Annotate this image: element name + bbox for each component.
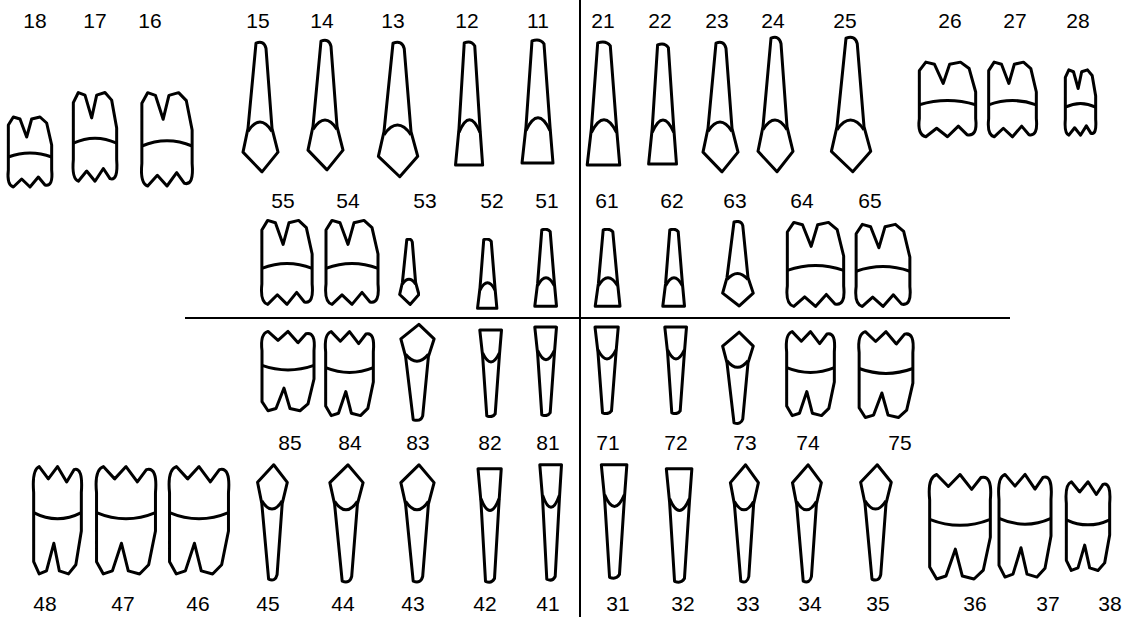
- tooth-number: 12: [454, 10, 479, 31]
- tooth-number: 32: [670, 593, 695, 614]
- tooth-number: 61: [594, 190, 619, 211]
- tooth-number: 37: [1035, 593, 1060, 614]
- tooth-number: 51: [534, 190, 559, 211]
- tooth-number: 11: [526, 10, 550, 31]
- tooth-number: 65: [857, 190, 882, 211]
- tooth-number: 16: [137, 10, 162, 31]
- tooth-number: 15: [245, 10, 270, 31]
- tooth-number: 27: [1002, 10, 1027, 31]
- tooth-number: 47: [110, 593, 135, 614]
- tooth-number: 64: [789, 190, 814, 211]
- tooth-number: 84: [337, 432, 362, 453]
- tooth-number: 53: [412, 190, 437, 211]
- tooth-number: 54: [335, 190, 360, 211]
- midline: [579, 0, 581, 617]
- tooth-number: 41: [535, 593, 560, 614]
- tooth-number: 26: [937, 10, 962, 31]
- tooth-number: 63: [722, 190, 747, 211]
- tooth-number: 34: [797, 593, 822, 614]
- tooth-number: 44: [330, 593, 355, 614]
- tooth-number: 23: [704, 10, 729, 31]
- tooth-number: 18: [22, 10, 47, 31]
- tooth-number: 25: [832, 10, 857, 31]
- occlusal-line: [185, 317, 1010, 319]
- tooth-number: 72: [663, 432, 688, 453]
- tooth-number: 45: [255, 593, 280, 614]
- lower-permanent-teeth: [33, 465, 1110, 582]
- tooth-number: 43: [400, 593, 425, 614]
- tooth-number: 21: [590, 10, 615, 31]
- tooth-number: 81: [535, 432, 560, 453]
- tooth-number: 46: [185, 593, 210, 614]
- tooth-number: 48: [32, 593, 57, 614]
- tooth-number: 38: [1097, 593, 1122, 614]
- tooth-number: 52: [479, 190, 504, 211]
- tooth-number: 42: [472, 593, 497, 614]
- tooth-number: 83: [405, 432, 430, 453]
- tooth-number: 85: [277, 432, 302, 453]
- tooth-number: 74: [795, 432, 820, 453]
- tooth-number: 17: [82, 10, 107, 31]
- upper-permanent-teeth: [8, 37, 1096, 187]
- tooth-number: 71: [595, 432, 620, 453]
- tooth-number: 73: [732, 432, 757, 453]
- tooth-number: 31: [605, 593, 630, 614]
- tooth-number: 33: [735, 593, 760, 614]
- upper-primary-teeth: [261, 220, 910, 308]
- tooth-number: 35: [865, 593, 890, 614]
- tooth-number: 22: [647, 10, 672, 31]
- tooth-number: 55: [270, 190, 295, 211]
- tooth-number: 14: [309, 10, 334, 31]
- lower-primary-teeth: [262, 324, 914, 423]
- tooth-number: 82: [477, 432, 502, 453]
- tooth-number: 36: [962, 593, 987, 614]
- tooth-number: 62: [659, 190, 684, 211]
- tooth-number: 24: [760, 10, 785, 31]
- tooth-number: 75: [887, 432, 912, 453]
- tooth-number: 13: [380, 10, 405, 31]
- tooth-number: 28: [1065, 10, 1090, 31]
